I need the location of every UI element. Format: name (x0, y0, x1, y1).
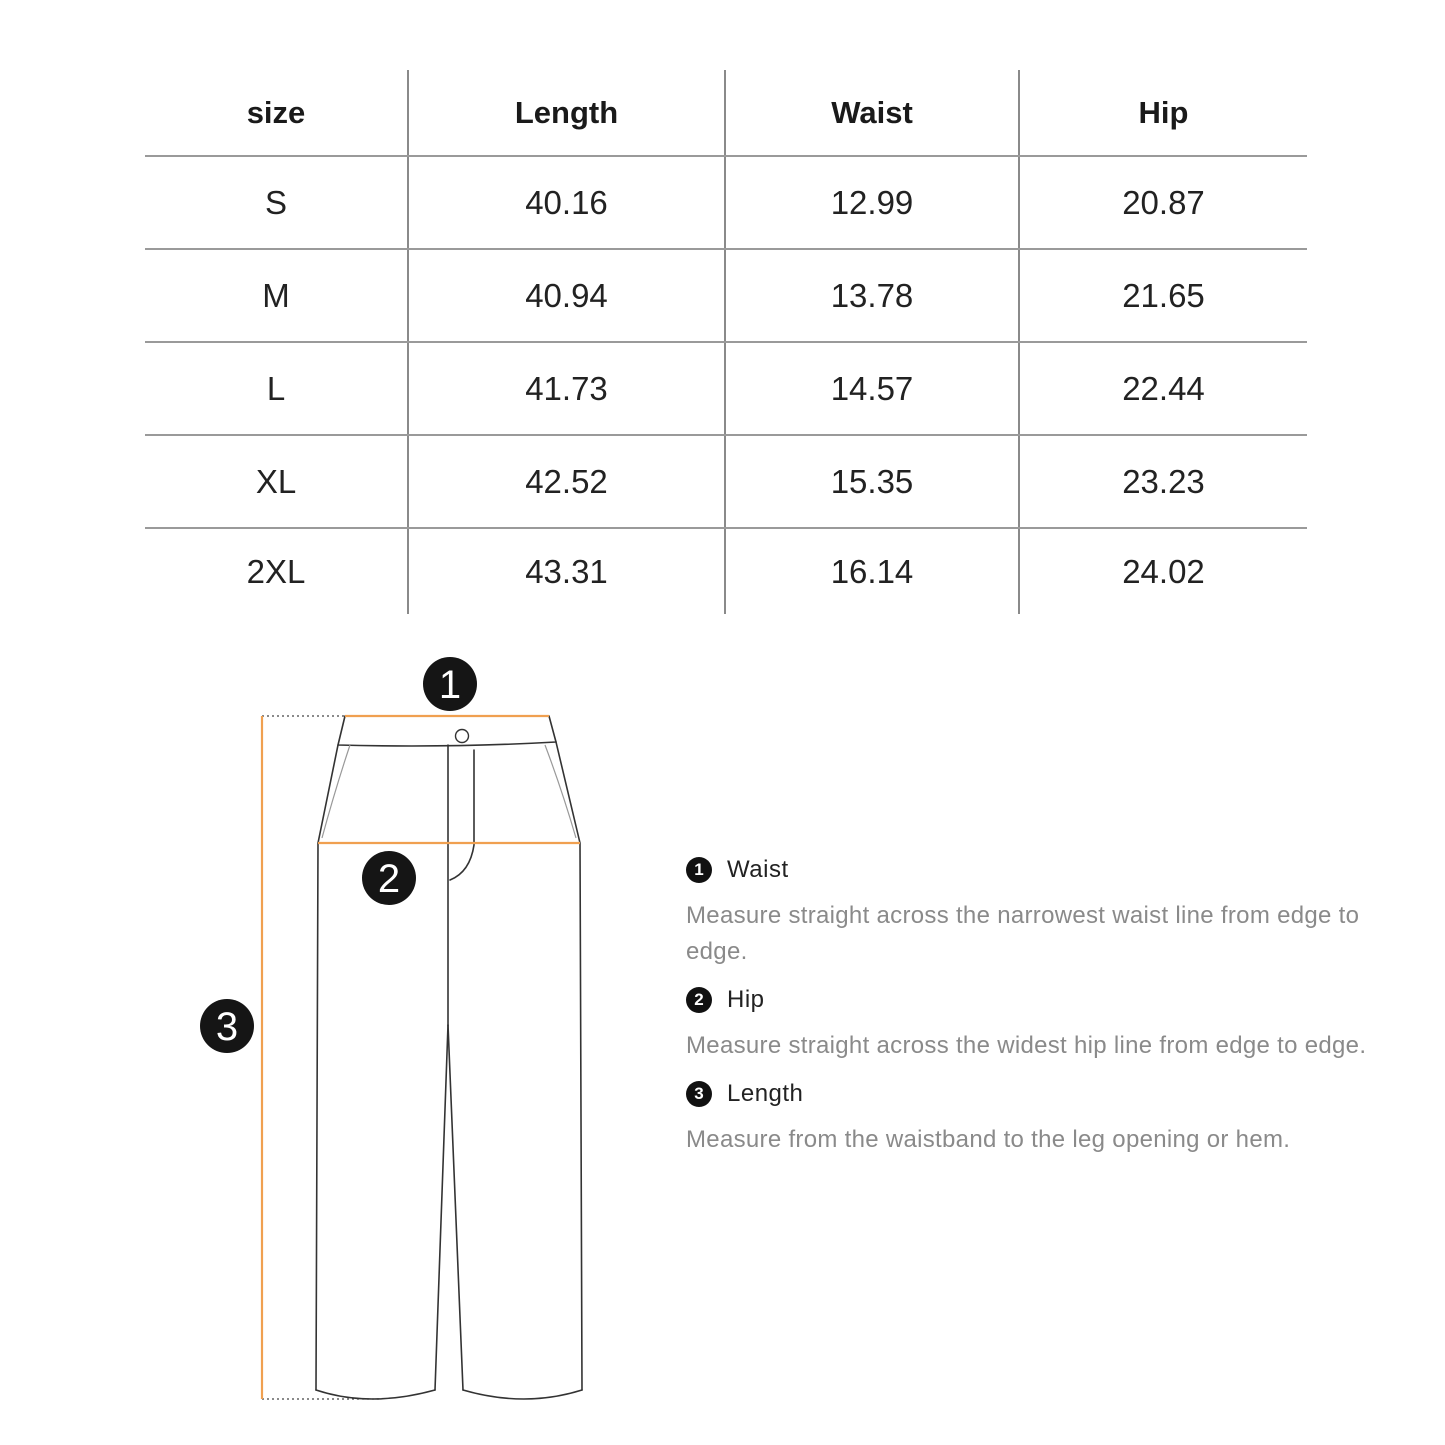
cell-hip: 22.44 (1018, 342, 1307, 436)
table-row: XL 42.52 15.35 23.23 (145, 435, 1307, 529)
pants-diagram: 1 2 3 (0, 640, 680, 1430)
left-pocket (321, 744, 351, 839)
size-chart-table: size Length Waist Hip S 40.16 12.99 20.8… (145, 70, 1307, 614)
legend-head: 2 Hip (686, 980, 1416, 1020)
table-row: 2XL 43.31 16.14 24.02 (145, 528, 1307, 614)
legend-head: 3 Length (686, 1074, 1416, 1114)
legend-description: Measure straight across the widest hip l… (686, 1032, 1367, 1059)
cell-length: 43.31 (407, 528, 725, 614)
cell-waist: 12.99 (724, 156, 1019, 250)
cell-waist: 15.35 (724, 435, 1019, 529)
button-icon (454, 728, 470, 744)
marker-2-icon: 2 (362, 851, 416, 905)
cell-length: 40.16 (407, 156, 725, 250)
number-1-icon: 1 (686, 857, 712, 883)
header-waist: Waist (724, 70, 1019, 157)
cell-size: M (145, 249, 408, 343)
legend-item-waist: 1 Waist Measure straight across the narr… (686, 850, 1416, 970)
header-length: Length (407, 70, 725, 157)
header-size: size (145, 70, 408, 157)
legend-head: 1 Waist (686, 850, 1416, 890)
cell-hip: 20.87 (1018, 156, 1307, 250)
cell-hip: 23.23 (1018, 435, 1307, 529)
cell-waist: 14.57 (724, 342, 1019, 436)
table-row: L 41.73 14.57 22.44 (145, 342, 1307, 436)
legend-description: Measure straight across the narrowest wa… (686, 902, 1360, 965)
table-header-row: size Length Waist Hip (145, 70, 1307, 157)
cell-size: S (145, 156, 408, 250)
measurement-legend: 1 Waist Measure straight across the narr… (686, 850, 1416, 1168)
cell-length: 41.73 (407, 342, 725, 436)
cell-hip: 21.65 (1018, 249, 1307, 343)
marker-3-icon: 3 (200, 999, 254, 1053)
svg-text:3: 3 (216, 1005, 238, 1049)
number-3-icon: 3 (686, 1081, 712, 1107)
right-pocket (544, 744, 577, 839)
legend-title: Length (727, 1080, 804, 1107)
table-row: S 40.16 12.99 20.87 (145, 156, 1307, 250)
legend-item-length: 3 Length Measure from the waistband to t… (686, 1074, 1416, 1158)
legend-title: Waist (727, 856, 789, 883)
legend-description: Measure from the waistband to the leg op… (686, 1126, 1291, 1153)
table-row: M 40.94 13.78 21.65 (145, 249, 1307, 343)
marker-1-icon: 1 (423, 657, 477, 711)
cell-waist: 13.78 (724, 249, 1019, 343)
cell-size: XL (145, 435, 408, 529)
svg-text:1: 1 (439, 663, 461, 707)
cell-length: 42.52 (407, 435, 725, 529)
svg-text:2: 2 (378, 857, 400, 901)
cell-size: L (145, 342, 408, 436)
cell-length: 40.94 (407, 249, 725, 343)
cell-size: 2XL (246, 552, 306, 590)
number-2-icon: 2 (686, 987, 712, 1013)
pants-illustration: 1 2 3 (200, 657, 583, 1400)
cell-hip: 24.02 (1018, 528, 1307, 614)
header-hip: Hip (1018, 70, 1307, 157)
legend-item-hip: 2 Hip Measure straight across the widest… (686, 980, 1416, 1064)
cell-waist: 16.14 (724, 528, 1019, 614)
legend-title: Hip (727, 986, 765, 1013)
pants-outline (315, 715, 583, 1400)
